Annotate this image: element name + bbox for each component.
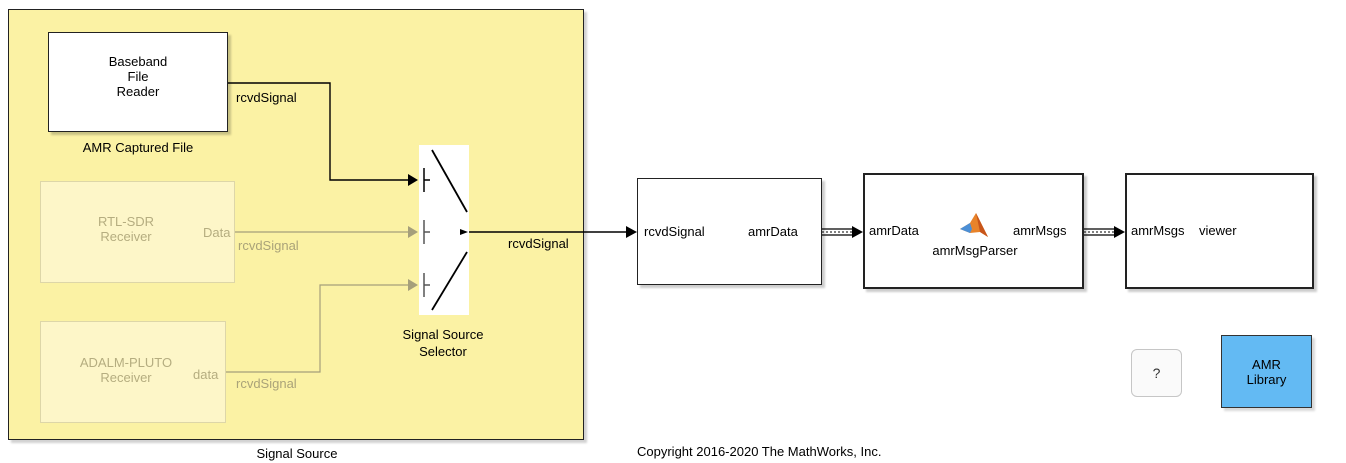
amr-block-in-port: rcvdSignal bbox=[644, 224, 705, 239]
subsystem-name: Signal Source bbox=[256, 446, 338, 461]
signal-label-baseband: rcvdSignal bbox=[236, 90, 297, 105]
viewer-in-port: amrMsgs bbox=[1131, 223, 1185, 238]
copyright-text: Copyright 2016-2020 The MathWorks, Inc. bbox=[637, 444, 882, 459]
signal-label-pluto: rcvdSignal bbox=[236, 376, 297, 391]
help-button[interactable]: ? bbox=[1131, 349, 1182, 397]
matlab-logo-icon bbox=[960, 213, 988, 237]
rtl-port-label: Data bbox=[203, 225, 231, 240]
baseband-block-title: Baseband File Reader bbox=[108, 54, 168, 99]
amr-library-button[interactable]: AMR Library bbox=[1221, 335, 1312, 408]
signal-source-selector-switch[interactable] bbox=[419, 145, 469, 315]
pluto-port-label: data bbox=[193, 367, 219, 382]
baseband-caption: AMR Captured File bbox=[82, 140, 194, 155]
parser-name: amrMsgParser bbox=[932, 243, 1018, 258]
amr-viewer-block[interactable]: amrMsgs viewer bbox=[1125, 173, 1314, 289]
rtl-block-title: RTL-SDR Receiver bbox=[97, 214, 155, 244]
signal-label-rtl: rcvdSignal bbox=[238, 238, 299, 253]
selector-caption: Signal Source Selector bbox=[402, 327, 484, 359]
rtl-sdr-receiver-block[interactable]: RTL-SDR Receiver Data bbox=[40, 181, 235, 283]
adalm-pluto-receiver-block[interactable]: ADALM-PLUTO Receiver data bbox=[40, 321, 226, 423]
parser-out-port: amrMsgs bbox=[1013, 223, 1067, 238]
amr-msg-parser-block[interactable]: amrData amrMsgs amrMsgParser bbox=[863, 173, 1084, 289]
parser-in-port: amrData bbox=[869, 223, 919, 238]
signal-label-selector-out: rcvdSignal bbox=[508, 236, 569, 251]
amr-block-out-port: amrData bbox=[748, 224, 798, 239]
amr-library-label: AMR Library bbox=[1246, 356, 1287, 387]
baseband-file-reader-block[interactable]: Baseband File Reader bbox=[48, 32, 228, 132]
viewer-name: viewer bbox=[1199, 223, 1237, 238]
amr-detector-block[interactable]: rcvdSignal amrData bbox=[637, 178, 822, 285]
pluto-block-title: ADALM-PLUTO Receiver bbox=[79, 355, 173, 385]
